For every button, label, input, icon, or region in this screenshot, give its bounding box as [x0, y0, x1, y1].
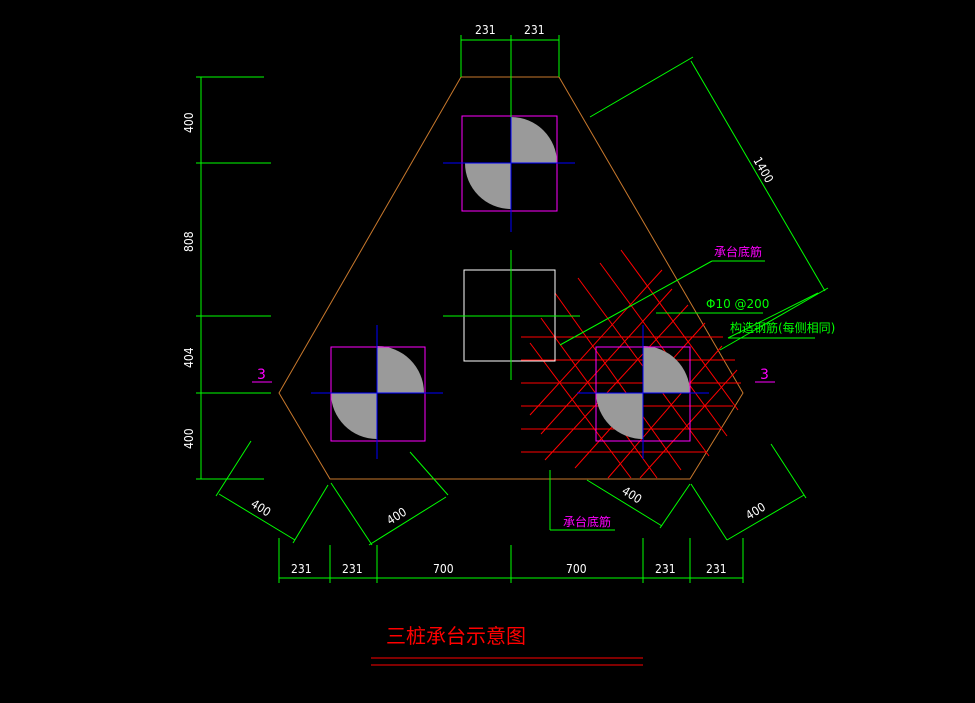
dim-bottom-4: 700 — [566, 562, 587, 576]
dim-top-1: 231 — [475, 23, 496, 37]
section-mark-right: 3 — [760, 367, 769, 383]
dim-slope-bottom-right — [586, 443, 807, 541]
dim-left-3: 404 — [182, 347, 196, 368]
dim-left-1: 400 — [182, 112, 196, 133]
dim-slope-bottom-left — [215, 440, 449, 546]
dim-slope-bottom-left-b: 400 — [384, 505, 409, 528]
dim-top-2: 231 — [524, 23, 545, 37]
dim-bottom-1: 231 — [291, 562, 312, 576]
dim-left — [196, 76, 271, 480]
title-underline — [371, 657, 643, 666]
dim-slope-top-right — [589, 56, 829, 351]
dim-slope-bottom-left-a: 400 — [248, 497, 273, 520]
drawing-title: 三桩承台示意图 — [386, 624, 526, 648]
dim-slope-bottom-right-b: 400 — [743, 500, 768, 523]
dim-top — [460, 35, 560, 77]
dim-bottom-5: 231 — [655, 562, 676, 576]
callout-cap-bottom-rebar-top: 承台底筋 — [714, 244, 762, 259]
pile-bottom-left — [311, 325, 443, 459]
dim-bottom — [278, 538, 744, 583]
dim-left-2: 808 — [182, 231, 196, 252]
dim-bottom-3: 700 — [433, 562, 454, 576]
rebar-mesh — [521, 249, 741, 479]
callout-constructional-rebar: 构造钢筋(每侧相同) — [730, 320, 835, 335]
callout-rebar-spec: Φ10 @200 — [706, 297, 769, 311]
pile-bottom-right — [577, 325, 709, 459]
pile-top — [443, 77, 575, 232]
callout-cap-bottom-rebar-bottom: 承台底筋 — [563, 514, 611, 529]
callout-leaders — [549, 260, 819, 531]
dim-slope-bottom-right-a: 400 — [619, 484, 644, 507]
dim-left-4: 400 — [182, 428, 196, 449]
dim-bottom-2: 231 — [342, 562, 363, 576]
dim-bottom-6: 231 — [706, 562, 727, 576]
section-mark-left: 3 — [257, 367, 266, 383]
